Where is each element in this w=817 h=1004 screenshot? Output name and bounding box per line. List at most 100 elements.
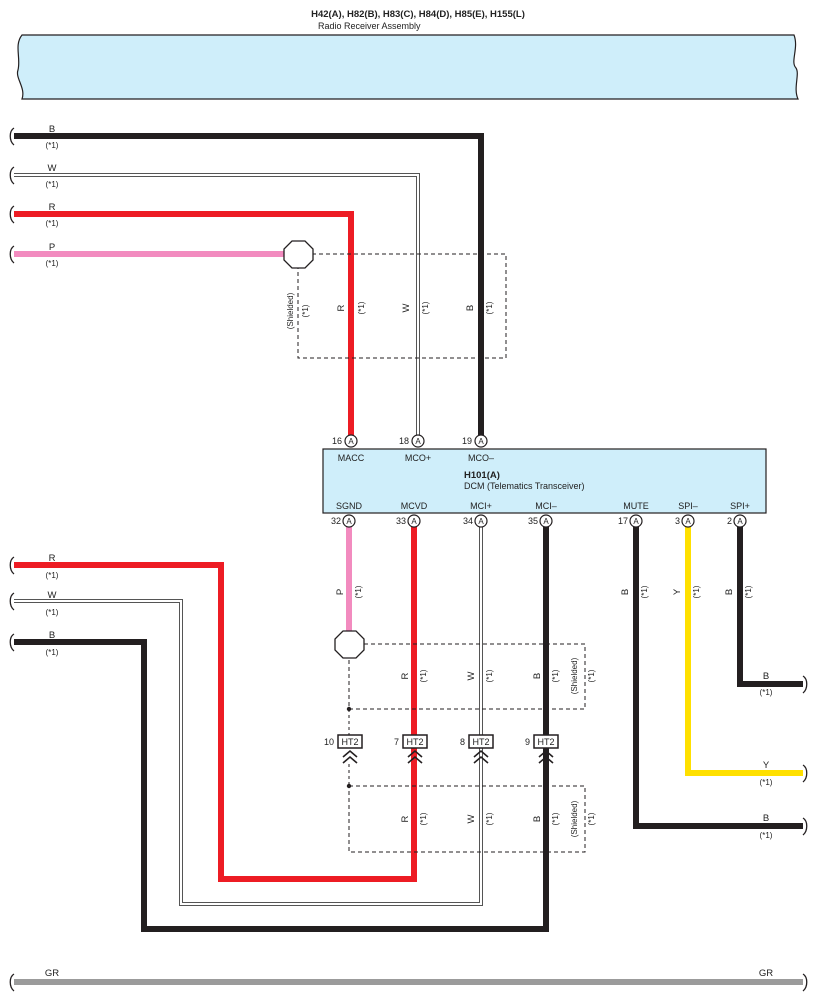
dcm-code: H101(A) bbox=[464, 470, 500, 481]
wire-label-w: W bbox=[466, 814, 477, 823]
connector-codes: H42(A), H82(B), H83(C), H84(D), H85(E), … bbox=[311, 9, 525, 20]
wire-label-p: P bbox=[335, 589, 346, 595]
pin-number: 32 bbox=[331, 516, 341, 526]
shield-box-bottom bbox=[348, 785, 586, 853]
ht2-connector[interactable]: HT2 10 bbox=[324, 734, 363, 764]
pin-letter: A bbox=[633, 517, 639, 526]
pin-name: MCI+ bbox=[470, 501, 492, 511]
ht2-pin-number: 10 bbox=[324, 737, 334, 747]
pin-letter: A bbox=[348, 437, 354, 446]
wire-label-b: B bbox=[532, 816, 543, 822]
wire-label: W bbox=[48, 590, 57, 601]
ground-label-right: GR bbox=[759, 968, 773, 979]
wire-b-mute bbox=[633, 521, 803, 829]
shield-note: (*1) bbox=[587, 812, 596, 825]
wire-note: (*1) bbox=[485, 669, 494, 682]
wire-note: (*1) bbox=[640, 585, 649, 598]
pin-letter: A bbox=[737, 517, 743, 526]
wire-label-y: Y bbox=[672, 588, 683, 595]
wire-note: (*1) bbox=[760, 688, 773, 697]
pin-circle bbox=[539, 514, 553, 528]
ht2-label: HT2 bbox=[341, 737, 358, 747]
top-pins: A 16 MACC A 18 MCO+ A 19 MCO– bbox=[332, 434, 494, 463]
pin-number: 2 bbox=[727, 516, 732, 526]
wire-label-b: B bbox=[465, 305, 476, 311]
wire-label: P bbox=[49, 242, 55, 253]
pin-letter: A bbox=[346, 517, 352, 526]
wire-note: (*1) bbox=[760, 831, 773, 840]
pin-number: 34 bbox=[463, 516, 473, 526]
pin-name: MCO– bbox=[468, 453, 494, 463]
pin-circle bbox=[407, 514, 421, 528]
ht2-connector[interactable]: HT2 8 bbox=[460, 734, 494, 764]
pin-number: 18 bbox=[399, 436, 409, 446]
wire-label-w: W bbox=[401, 303, 412, 312]
ht2-pin-number: 9 bbox=[525, 737, 530, 747]
bottom-pins: SGND A 32 MCVD A 33 MCI+ A 34 MCI– A 35 … bbox=[331, 501, 750, 528]
pin-name: MCVD bbox=[401, 501, 428, 511]
wire-b-lower bbox=[14, 521, 549, 932]
wire-note: (*1) bbox=[485, 812, 494, 825]
shield-box-middle bbox=[348, 643, 586, 710]
shield-box-upper bbox=[297, 253, 507, 359]
pin-circle bbox=[474, 434, 488, 448]
wire-b-spi bbox=[737, 521, 803, 687]
wire-b-upper bbox=[14, 133, 484, 440]
pin-name: MUTE bbox=[623, 501, 649, 511]
dcm-box[interactable] bbox=[322, 448, 767, 514]
pin-circle bbox=[629, 514, 643, 528]
wire-label: R bbox=[49, 553, 56, 564]
wire-label: B bbox=[49, 124, 55, 135]
wire-note: (*1) bbox=[744, 585, 753, 598]
wire-label: B bbox=[49, 630, 55, 641]
ht2-label: HT2 bbox=[406, 737, 423, 747]
wire-note: (*1) bbox=[485, 301, 494, 314]
shield-label: (Shielded) bbox=[570, 800, 579, 837]
ground-label-left: GR bbox=[45, 968, 59, 979]
ht2-connector[interactable]: HT2 7 bbox=[394, 734, 428, 764]
wire-note: (*1) bbox=[551, 669, 560, 682]
pin-letter: A bbox=[411, 517, 417, 526]
ht2-pin-number: 8 bbox=[460, 737, 465, 747]
wire-note: (*1) bbox=[354, 585, 363, 598]
pin-circle bbox=[342, 514, 356, 528]
wire-note: (*1) bbox=[46, 141, 59, 150]
pin-name: MCO+ bbox=[405, 453, 431, 463]
shield-label: (Shielded) bbox=[570, 657, 579, 694]
wire-w-upper bbox=[14, 173, 420, 440]
shield-joint-lower bbox=[334, 630, 365, 659]
shield-joint-upper bbox=[283, 240, 314, 269]
wire-label-w: W bbox=[466, 671, 477, 680]
wire-label-r: R bbox=[400, 672, 411, 679]
wire-label: Y bbox=[763, 760, 770, 771]
pin-circle bbox=[733, 514, 747, 528]
pin-letter: A bbox=[478, 517, 484, 526]
wire-note: (*1) bbox=[692, 585, 701, 598]
shield-note: (*1) bbox=[301, 304, 310, 317]
wire-label: R bbox=[49, 202, 56, 213]
wire-note: (*1) bbox=[357, 301, 366, 314]
wire-note: (*1) bbox=[419, 812, 428, 825]
pin-letter: A bbox=[543, 517, 549, 526]
wire-w-lower bbox=[14, 521, 483, 906]
wire-note: (*1) bbox=[46, 648, 59, 657]
radio-receiver-box[interactable] bbox=[16, 34, 799, 100]
pin-number: 33 bbox=[396, 516, 406, 526]
pin-name: SPI+ bbox=[730, 501, 750, 511]
wire-note: (*1) bbox=[46, 571, 59, 580]
wire-r-lower bbox=[14, 521, 417, 882]
wire-note: (*1) bbox=[46, 180, 59, 189]
ht2-pin-number: 7 bbox=[394, 737, 399, 747]
pin-letter: A bbox=[415, 437, 421, 446]
wire-end-brackets-right bbox=[802, 675, 808, 992]
pin-letter: A bbox=[478, 437, 484, 446]
shield-label: (Shielded) bbox=[286, 292, 295, 329]
wire-note: (*1) bbox=[46, 608, 59, 617]
pin-number: 3 bbox=[675, 516, 680, 526]
component-name: Radio Receiver Assembly bbox=[318, 21, 421, 31]
pin-circle bbox=[411, 434, 425, 448]
ht2-connector[interactable]: HT2 9 bbox=[525, 734, 559, 764]
pin-number: 16 bbox=[332, 436, 342, 446]
wire-end-brackets-left bbox=[9, 127, 15, 264]
